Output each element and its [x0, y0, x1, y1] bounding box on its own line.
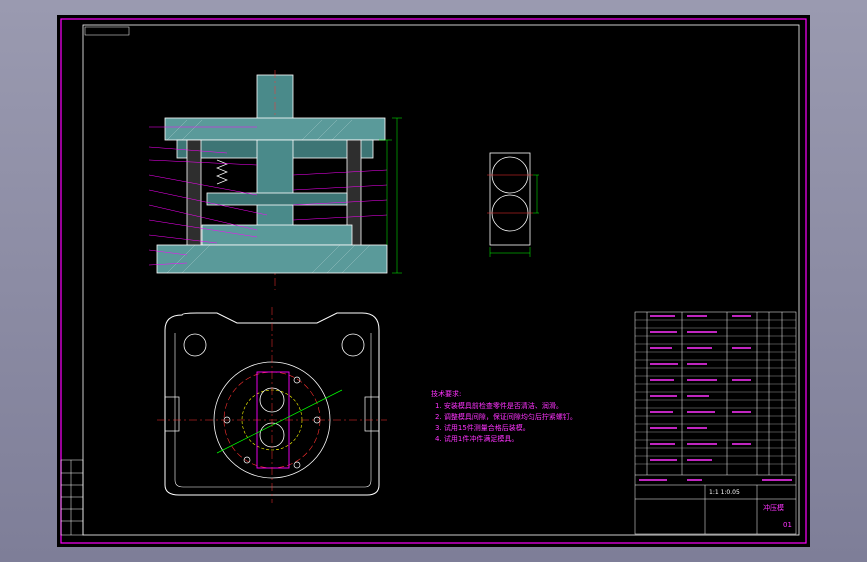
- drawing-svg: [60, 18, 807, 544]
- tech-note-2: 2. 调整模具间隙，保证间隙均匀后拧紧螺钉。: [435, 413, 577, 421]
- section-view: [148, 70, 402, 290]
- tech-note-1: 1. 安装模具前检查零件是否清洁、润滑。: [435, 402, 563, 410]
- plan-view: [157, 307, 387, 503]
- title-block: [634, 311, 797, 535]
- tech-note-3: 3. 试用15件测量合格后装模。: [435, 424, 530, 432]
- part-name: 冲压模: [763, 504, 784, 512]
- tech-note-4: 4. 试用1件冲件满足模具。: [435, 435, 519, 443]
- bom-rows: [635, 319, 796, 465]
- bom-text-marks: [639, 315, 792, 481]
- drawing-no-box: [84, 26, 130, 36]
- drawing-number: 01: [783, 521, 792, 529]
- scale-label: 1:1 1:0.05: [709, 489, 740, 496]
- left-strip: [60, 459, 84, 536]
- drawing-canvas[interactable]: 技术要求: 1. 安装模具前检查零件是否清洁、润滑。 2. 调整模具间隙，保证间…: [57, 15, 810, 547]
- inner-border: [82, 24, 800, 536]
- outer-border: [60, 18, 807, 544]
- blank-part-view: [487, 152, 539, 257]
- tech-notes-title: 技术要求:: [431, 390, 462, 398]
